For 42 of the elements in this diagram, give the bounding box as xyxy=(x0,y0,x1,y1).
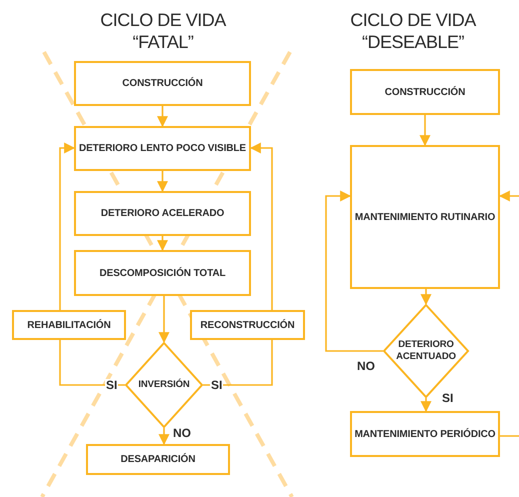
arrow xyxy=(157,106,168,128)
edge-label: SI xyxy=(441,392,454,404)
process-box xyxy=(350,69,500,115)
process-box xyxy=(74,61,251,106)
process-box xyxy=(74,126,251,171)
process-box xyxy=(12,310,126,340)
arrow xyxy=(157,236,168,252)
node-label: DESAPARICIÓN xyxy=(120,453,196,466)
arrow xyxy=(158,296,170,344)
arrow xyxy=(498,190,519,202)
arrow xyxy=(157,171,168,192)
node-label: RECONSTRUCCIÓN xyxy=(200,318,295,332)
process-box xyxy=(350,411,500,457)
edge-label: NO xyxy=(356,360,376,372)
arrow xyxy=(420,289,432,306)
process-box xyxy=(190,310,305,340)
node-label: MANTENIMIENTO RUTINARIO xyxy=(354,210,496,224)
arrow xyxy=(325,190,383,352)
arrow xyxy=(420,115,430,146)
edge-label: SI xyxy=(210,379,224,391)
arrow xyxy=(420,398,432,412)
process-box xyxy=(74,191,251,236)
arrow xyxy=(250,142,273,310)
node-label: CONSTRUCCIÓN xyxy=(122,77,203,90)
node-label: MANTENIMIENTO PERIÓDICO xyxy=(354,428,496,440)
decision-diamond xyxy=(125,342,203,428)
heading: CICLO DE VIDA “FATAL” xyxy=(99,10,228,54)
node-label: CONSTRUCCIÓN xyxy=(384,86,466,98)
edge-label: SI xyxy=(105,379,118,391)
node-label: INVERSIÓN xyxy=(137,378,191,392)
node-label: DESCOMPOSICIÓN TOTAL xyxy=(100,266,226,280)
node-label: DETERIORO LENTO POCO VISIBLE xyxy=(78,142,246,155)
node-label: DETERIORO ACELERADO xyxy=(100,207,224,220)
edge-label: NO xyxy=(172,427,192,439)
arrow xyxy=(158,428,170,446)
process-box xyxy=(350,145,500,289)
heading: CICLO DE VIDA “DESEABLE” xyxy=(349,10,478,54)
arrow xyxy=(59,142,76,310)
node-label: REHABILITACIÓN xyxy=(27,318,111,332)
process-box xyxy=(74,250,251,296)
process-box xyxy=(86,444,230,475)
node-label: DETERIORO ACENTUADO xyxy=(395,338,457,364)
